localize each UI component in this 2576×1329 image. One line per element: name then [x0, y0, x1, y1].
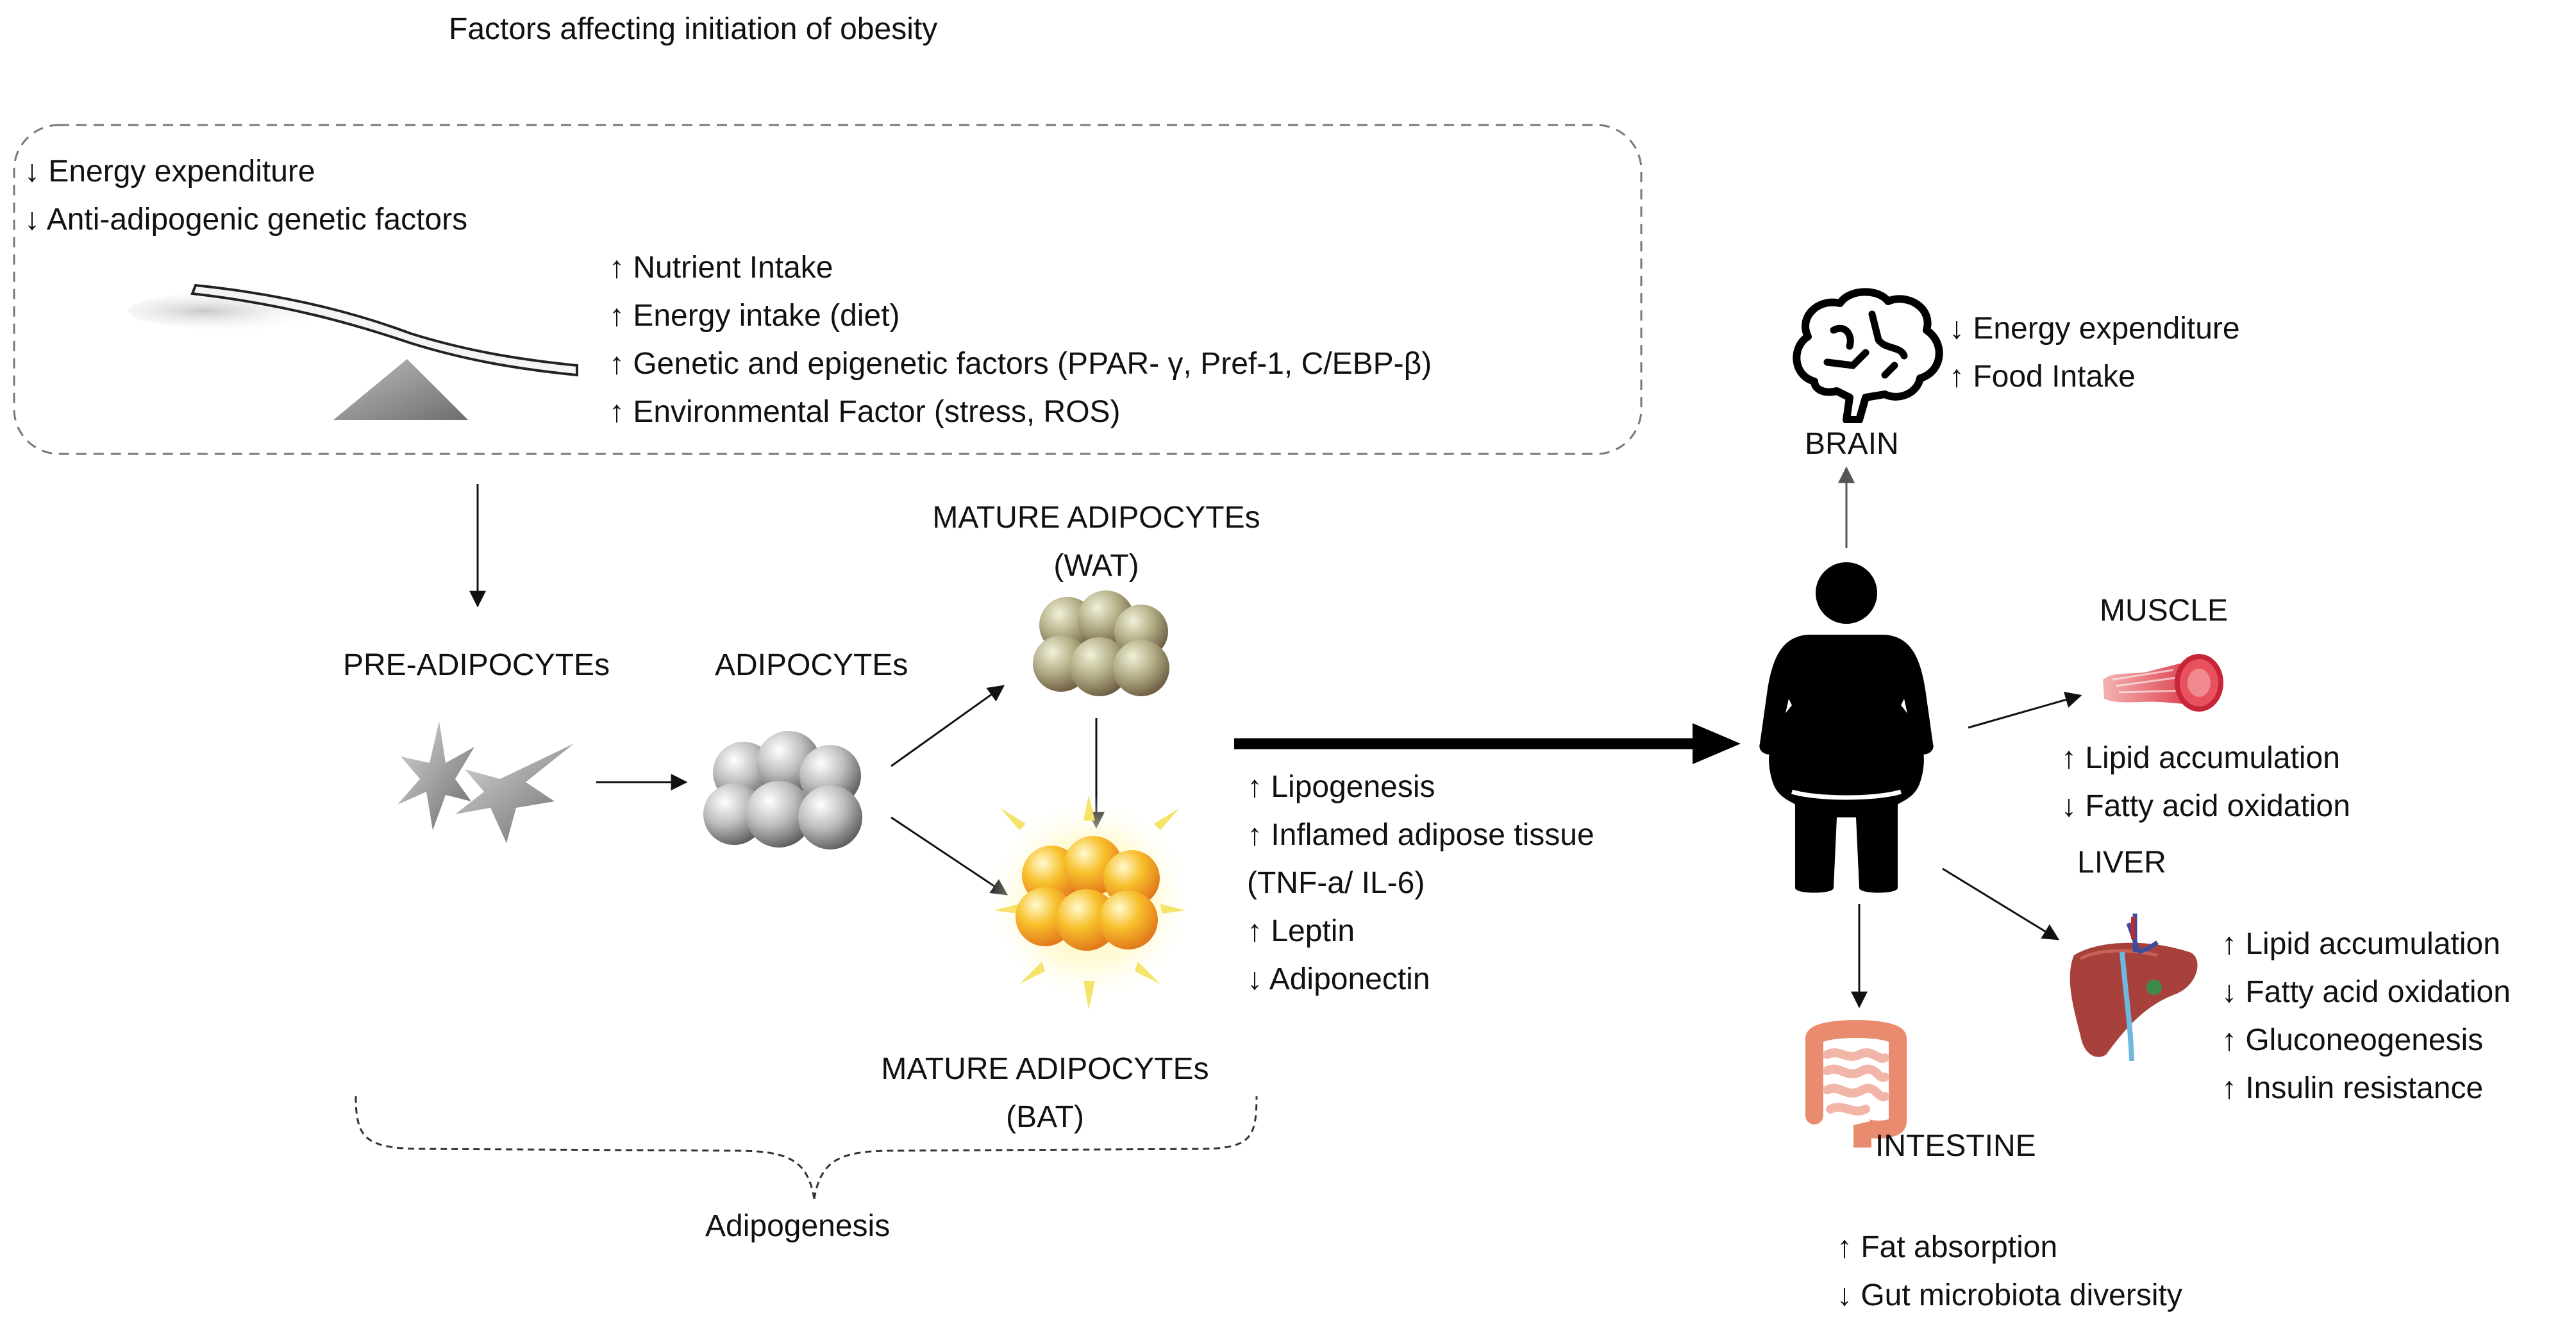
label-liver: LIVER [2077, 846, 2166, 880]
star-cells-icon [397, 721, 574, 843]
effect-item: ↑ Insulin resistance [2221, 1071, 2484, 1105]
arrow-person-to-liver [1942, 867, 2060, 940]
bat-cluster-icon [984, 795, 1196, 1010]
effect-item: ↑ Inflamed adipose tissue [1247, 818, 1594, 852]
effect-item: (TNF-a/ IL-6) [1247, 866, 1425, 900]
effect-item: ↓ Energy expenditure [1949, 312, 2240, 346]
label-mature-wat: MATURE ADIPOCYTEs (WAT) [930, 494, 1263, 590]
muscle-icon [2103, 654, 2223, 712]
label-intestine: INTESTINE [1875, 1129, 2036, 1163]
label-adipogenesis: Adipogenesis [705, 1209, 891, 1243]
page-title: Factors affecting initiation of obesity [449, 12, 938, 46]
effect-item: ↑ Lipid accumulation [2061, 741, 2340, 775]
factor-item: ↑ Energy intake (diet) [609, 299, 900, 333]
arrow-adipocytes-to-wat [891, 685, 1005, 767]
effect-item: ↑ Gluconeogenesis [2221, 1023, 2484, 1057]
liver-icon [2070, 914, 2198, 1061]
label-brain: BRAIN [1805, 427, 1899, 461]
effect-item: ↓ Fatty acid oxidation [2061, 789, 2350, 823]
effect-item: ↑ Leptin [1247, 914, 1355, 948]
increased-factors: ↑ Nutrient Intake ↑ Energy intake (diet)… [609, 244, 1432, 436]
label-mature-wat-line1: MATURE ADIPOCYTEs [932, 501, 1260, 535]
effect-item: ↑ Food Intake [1949, 360, 2136, 394]
label-mature-bat-line1: MATURE ADIPOCYTEs [881, 1052, 1209, 1086]
label-muscle: MUSCLE [2100, 594, 2229, 628]
decreased-factors: ↓ Energy expenditure ↓ Anti-adipogenic g… [24, 147, 467, 244]
label-mature-bat: MATURE ADIPOCYTEs (BAT) [878, 1045, 1212, 1141]
effect-item: ↓ Fatty acid oxidation [2221, 975, 2511, 1009]
brain-icon [1793, 288, 1943, 423]
wat-cluster-icon [1033, 590, 1169, 696]
muscle-effects: ↑ Lipid accumulation ↓ Fatty acid oxidat… [2061, 734, 2350, 830]
seesaw-icon [128, 283, 578, 420]
brain-effects: ↓ Energy expenditure ↑ Food Intake [1949, 305, 2240, 401]
effect-item: ↓ Gut microbiota diversity [1837, 1278, 2182, 1312]
factor-item: ↑ Nutrient Intake [609, 251, 833, 285]
factor-item: ↓ Anti-adipogenic genetic factors [24, 203, 468, 237]
effect-item: ↓ Adiponectin [1247, 962, 1430, 996]
adipose-effects: ↑ Lipogenesis ↑ Inflamed adipose tissue … [1247, 763, 1594, 1003]
liver-effects: ↑ Lipid accumulation ↓ Fatty acid oxidat… [2221, 920, 2511, 1112]
effect-item: ↑ Fat absorption [1837, 1230, 2058, 1264]
label-pre-adipocytes: PRE-ADIPOCYTEs [343, 648, 610, 682]
factor-item: ↑ Genetic and epigenetic factors (PPAR- … [609, 347, 1432, 381]
intestine-icon [1805, 1020, 1907, 1148]
factors-box [13, 124, 1643, 455]
intestine-effects: ↑ Fat absorption ↓ Gut microbiota divers… [1837, 1223, 2182, 1319]
adipogenesis-brace [355, 1096, 1258, 1199]
effect-item: ↑ Lipid accumulation [2221, 927, 2500, 961]
label-mature-bat-line2: (BAT) [1006, 1100, 1084, 1134]
arrow-person-to-muscle [1968, 691, 2082, 729]
factor-item: ↑ Environmental Factor (stress, ROS) [609, 395, 1121, 429]
label-adipocytes: ADIPOCYTEs [715, 648, 908, 682]
effect-item: ↑ Lipogenesis [1247, 770, 1435, 804]
factor-item: ↓ Energy expenditure [24, 155, 315, 188]
label-mature-wat-line2: (WAT) [1053, 549, 1139, 583]
adipocyte-cluster-icon [703, 731, 862, 849]
obese-person-icon [1759, 562, 1934, 893]
